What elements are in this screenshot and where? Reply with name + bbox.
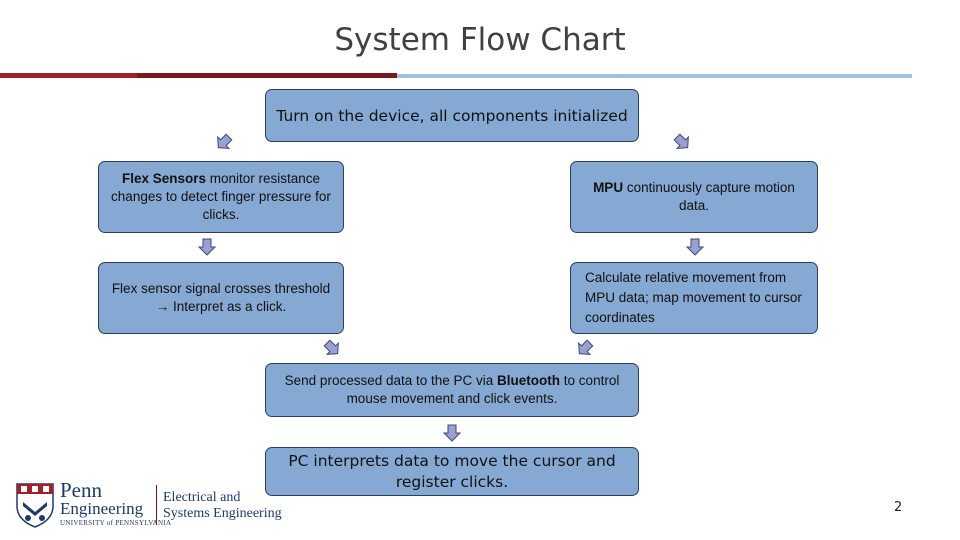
title-rule-blue: [397, 74, 912, 78]
send-data-text: Send processed data to the PC via Blueto…: [276, 372, 628, 408]
flex-sensors-bold: Flex Sensors: [121, 171, 206, 186]
start-text: Turn on the device, all components initi…: [276, 106, 628, 125]
pc-interprets-box: PC interprets data to move the cursor an…: [265, 447, 639, 496]
mpu-calculate-text: Calculate relative movement from MPU dat…: [585, 270, 802, 325]
arrow-send-down-icon: [442, 424, 462, 442]
start-box: Turn on the device, all components initi…: [265, 89, 639, 142]
mpu-bold: MPU: [593, 180, 624, 195]
page-number: 2: [894, 500, 903, 515]
title-rule-maroon: [137, 73, 397, 78]
flex-monitor-box: Flex Sensors monitor resistance changes …: [98, 161, 344, 233]
bluetooth-bold: Bluetooth: [497, 373, 561, 388]
arrow-start-to-flex-icon: [217, 133, 233, 149]
arrow-flex-to-send-icon: [323, 339, 339, 355]
logo-penn: Penn: [60, 478, 102, 502]
flex-threshold-text: Flex sensor signal crosses threshold → I…: [111, 281, 331, 314]
flex-monitor-rest: monitor resistance changes to detect fin…: [111, 171, 331, 222]
send-data-box: Send processed data to the PC via Blueto…: [265, 363, 639, 417]
arrow-start-to-mpu-icon: [673, 133, 689, 149]
pc-interprets-text: PC interprets data to move the cursor an…: [288, 451, 616, 491]
logo-dept-line2: Systems Engineering: [163, 506, 282, 521]
mpu-capture-rest: continuously capture motion data.: [623, 180, 795, 213]
flex-monitor-text: Flex Sensors monitor resistance changes …: [109, 170, 333, 224]
send-data-post: to control mouse movement and click even…: [346, 373, 620, 406]
logo-divider: [156, 485, 157, 525]
send-data-pre: Send processed data to the PC via: [284, 373, 498, 388]
flex-threshold-box: Flex sensor signal crosses threshold → I…: [98, 262, 344, 334]
slide-title: System Flow Chart: [334, 22, 626, 58]
arrow-mpu-to-send-icon: [578, 339, 594, 355]
title-rule-red: [0, 73, 137, 78]
arrow-flex-down-icon: [197, 238, 217, 256]
mpu-capture-box: MPU continuously capture motion data.: [570, 161, 818, 233]
mpu-calculate-box: Calculate relative movement from MPU dat…: [570, 262, 818, 334]
logo-dept-line1: Electrical and: [163, 490, 241, 505]
logo-engineering: Engineering: [60, 499, 144, 518]
penn-shield-icon: [16, 483, 54, 528]
logo-university: UNIVERSITY of PENNSYLVANIA: [60, 519, 172, 527]
arrow-mpu-down-icon: [685, 238, 705, 256]
mpu-capture-text: MPU continuously capture motion data.: [581, 179, 807, 215]
